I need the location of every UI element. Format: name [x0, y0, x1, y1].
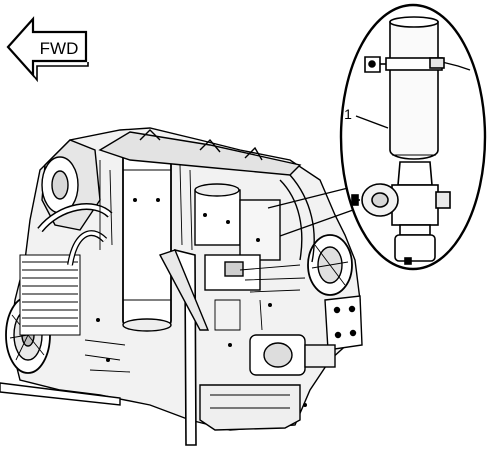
- fwd-label: FWD: [40, 39, 79, 58]
- fwd-direction-arrow: FWD: [6, 16, 89, 83]
- detail-leader-lines: [267, 187, 354, 237]
- detail-component: [351, 16, 471, 265]
- callout-1-label: 1: [344, 106, 352, 122]
- arrow-left-icon: [6, 16, 88, 78]
- detail-view-circle: 1: [339, 3, 487, 271]
- callout-1: 1: [344, 106, 389, 129]
- engine-assembly: [0, 127, 363, 446]
